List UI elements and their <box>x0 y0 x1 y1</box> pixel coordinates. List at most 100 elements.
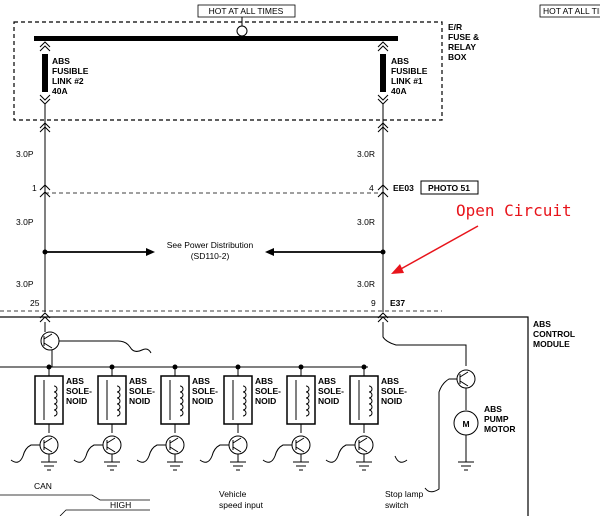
solenoid-box <box>97 375 127 425</box>
svg-text:MOTOR: MOTOR <box>484 424 515 434</box>
solenoid-label: SOLE- <box>192 386 218 396</box>
solenoid-box <box>160 375 190 425</box>
control-line <box>262 444 292 463</box>
solenoid-coil-icon <box>53 385 58 417</box>
solenoid-box <box>223 375 253 425</box>
svg-text:BOX: BOX <box>448 52 467 62</box>
fusible-link-2: ABS FUSIBLE LINK #2 40A <box>39 41 89 105</box>
solenoid-coil-icon <box>116 385 121 417</box>
fusible-link-1: ABS FUSIBLE LINK #1 40A <box>377 41 428 105</box>
solenoid-label: SOLE- <box>255 386 281 396</box>
control-line <box>394 455 408 463</box>
solenoid-box <box>286 375 316 425</box>
svg-text:FUSIBLE: FUSIBLE <box>391 66 428 76</box>
driver-transistor <box>291 435 311 455</box>
ee03-right-pin: 4 <box>369 183 374 193</box>
fuse-box-title: E/R FUSE & RELAY BOX <box>448 22 479 62</box>
svg-text:LINK #1: LINK #1 <box>391 76 423 86</box>
high-line <box>59 509 150 516</box>
hot-label-right-box <box>539 4 600 18</box>
e37-left-pin: 25 <box>30 298 40 308</box>
hot-label: HOT AT ALL TIMES <box>209 6 284 16</box>
hot-feed-node <box>236 25 248 37</box>
power-dist-arrow-right <box>265 248 274 256</box>
abs-control-module-title: ABS CONTROL MODULE <box>533 319 575 349</box>
left-supply-transistor-legs <box>43 333 53 349</box>
high-label: HIGH <box>110 500 131 510</box>
ground-icon <box>293 461 309 471</box>
svg-text:ABS: ABS <box>484 404 502 414</box>
solenoid-label: NOID <box>318 396 339 406</box>
svg-text:CONTROL: CONTROL <box>533 329 575 339</box>
ee03-photo-box <box>420 180 479 195</box>
svg-text:PUMP: PUMP <box>484 414 509 424</box>
solenoid-label: ABS <box>66 376 84 386</box>
wire-label-right-3: 3.0R <box>357 279 375 289</box>
svg-text:ABS: ABS <box>52 56 70 66</box>
power-dist-text-1: See Power Distribution <box>167 240 254 250</box>
wire-label-right-2: 3.0R <box>357 217 375 227</box>
power-dist-node-right <box>380 249 386 255</box>
control-line <box>73 444 103 463</box>
open-circuit-annotation: Open Circuit <box>456 201 572 220</box>
ee03-right-chevrons <box>377 184 389 198</box>
driver-transistor <box>39 435 59 455</box>
control-line <box>10 444 40 463</box>
svg-text:40A: 40A <box>391 86 407 96</box>
ground-icon <box>230 461 246 471</box>
wire-label-left-1: 3.0P <box>16 149 34 159</box>
open-circuit-arrow-line <box>398 225 479 271</box>
e37-right-pin: 9 <box>371 298 376 308</box>
solenoid-label: SOLE- <box>381 386 407 396</box>
solenoid-coil-icon <box>242 385 247 417</box>
ground-icon <box>41 461 57 471</box>
e37-name: E37 <box>390 298 405 308</box>
driver-transistor <box>102 435 122 455</box>
hot-label-right: HOT AT ALL TIMES <box>543 6 600 16</box>
svg-text:FUSE &: FUSE & <box>448 32 479 42</box>
solenoid-label: NOID <box>255 396 276 406</box>
solenoid-label: NOID <box>129 396 150 406</box>
open-circuit-arrow-head <box>391 264 404 274</box>
power-dist-text-2: (SD110-2) <box>191 251 230 261</box>
solenoid-label: ABS <box>381 376 399 386</box>
pump-supply-wire <box>382 322 467 366</box>
svg-text:LINK #2: LINK #2 <box>52 76 84 86</box>
wire-label-left-2: 3.0P <box>16 217 34 227</box>
wire-label-left-3: 3.0P <box>16 279 34 289</box>
svg-text:40A: 40A <box>52 86 68 96</box>
pump-transistor-legs <box>459 371 469 387</box>
svg-text:FUSIBLE: FUSIBLE <box>52 66 89 76</box>
solenoid-coil-icon <box>179 385 184 417</box>
ground-icon <box>356 461 372 471</box>
left-supply-output <box>0 350 368 368</box>
ee03-name: EE03 <box>393 183 414 193</box>
can-label: CAN <box>34 481 52 491</box>
ground-icon <box>167 461 183 471</box>
power-dist-arrow-left <box>146 248 155 256</box>
abs-control-module-outline <box>0 316 529 516</box>
vehicle-speed-label-2: speed input <box>219 500 264 510</box>
fuse-box-outline <box>13 21 443 121</box>
pump-control-wire <box>424 378 457 493</box>
svg-text:ABS: ABS <box>391 56 409 66</box>
control-line <box>325 444 355 463</box>
svg-text:RELAY: RELAY <box>448 42 476 52</box>
wire-label-right-1: 3.0R <box>357 149 375 159</box>
left-supply-control-wire <box>59 340 152 354</box>
solenoid-label: NOID <box>192 396 213 406</box>
solenoid-label: ABS <box>318 376 336 386</box>
ee03-left-pin: 1 <box>32 183 37 193</box>
svg-text:MODULE: MODULE <box>533 339 570 349</box>
driver-transistor <box>228 435 248 455</box>
hot-label-box <box>197 4 296 18</box>
solenoid-label: ABS <box>192 376 210 386</box>
driver-transistor <box>354 435 374 455</box>
